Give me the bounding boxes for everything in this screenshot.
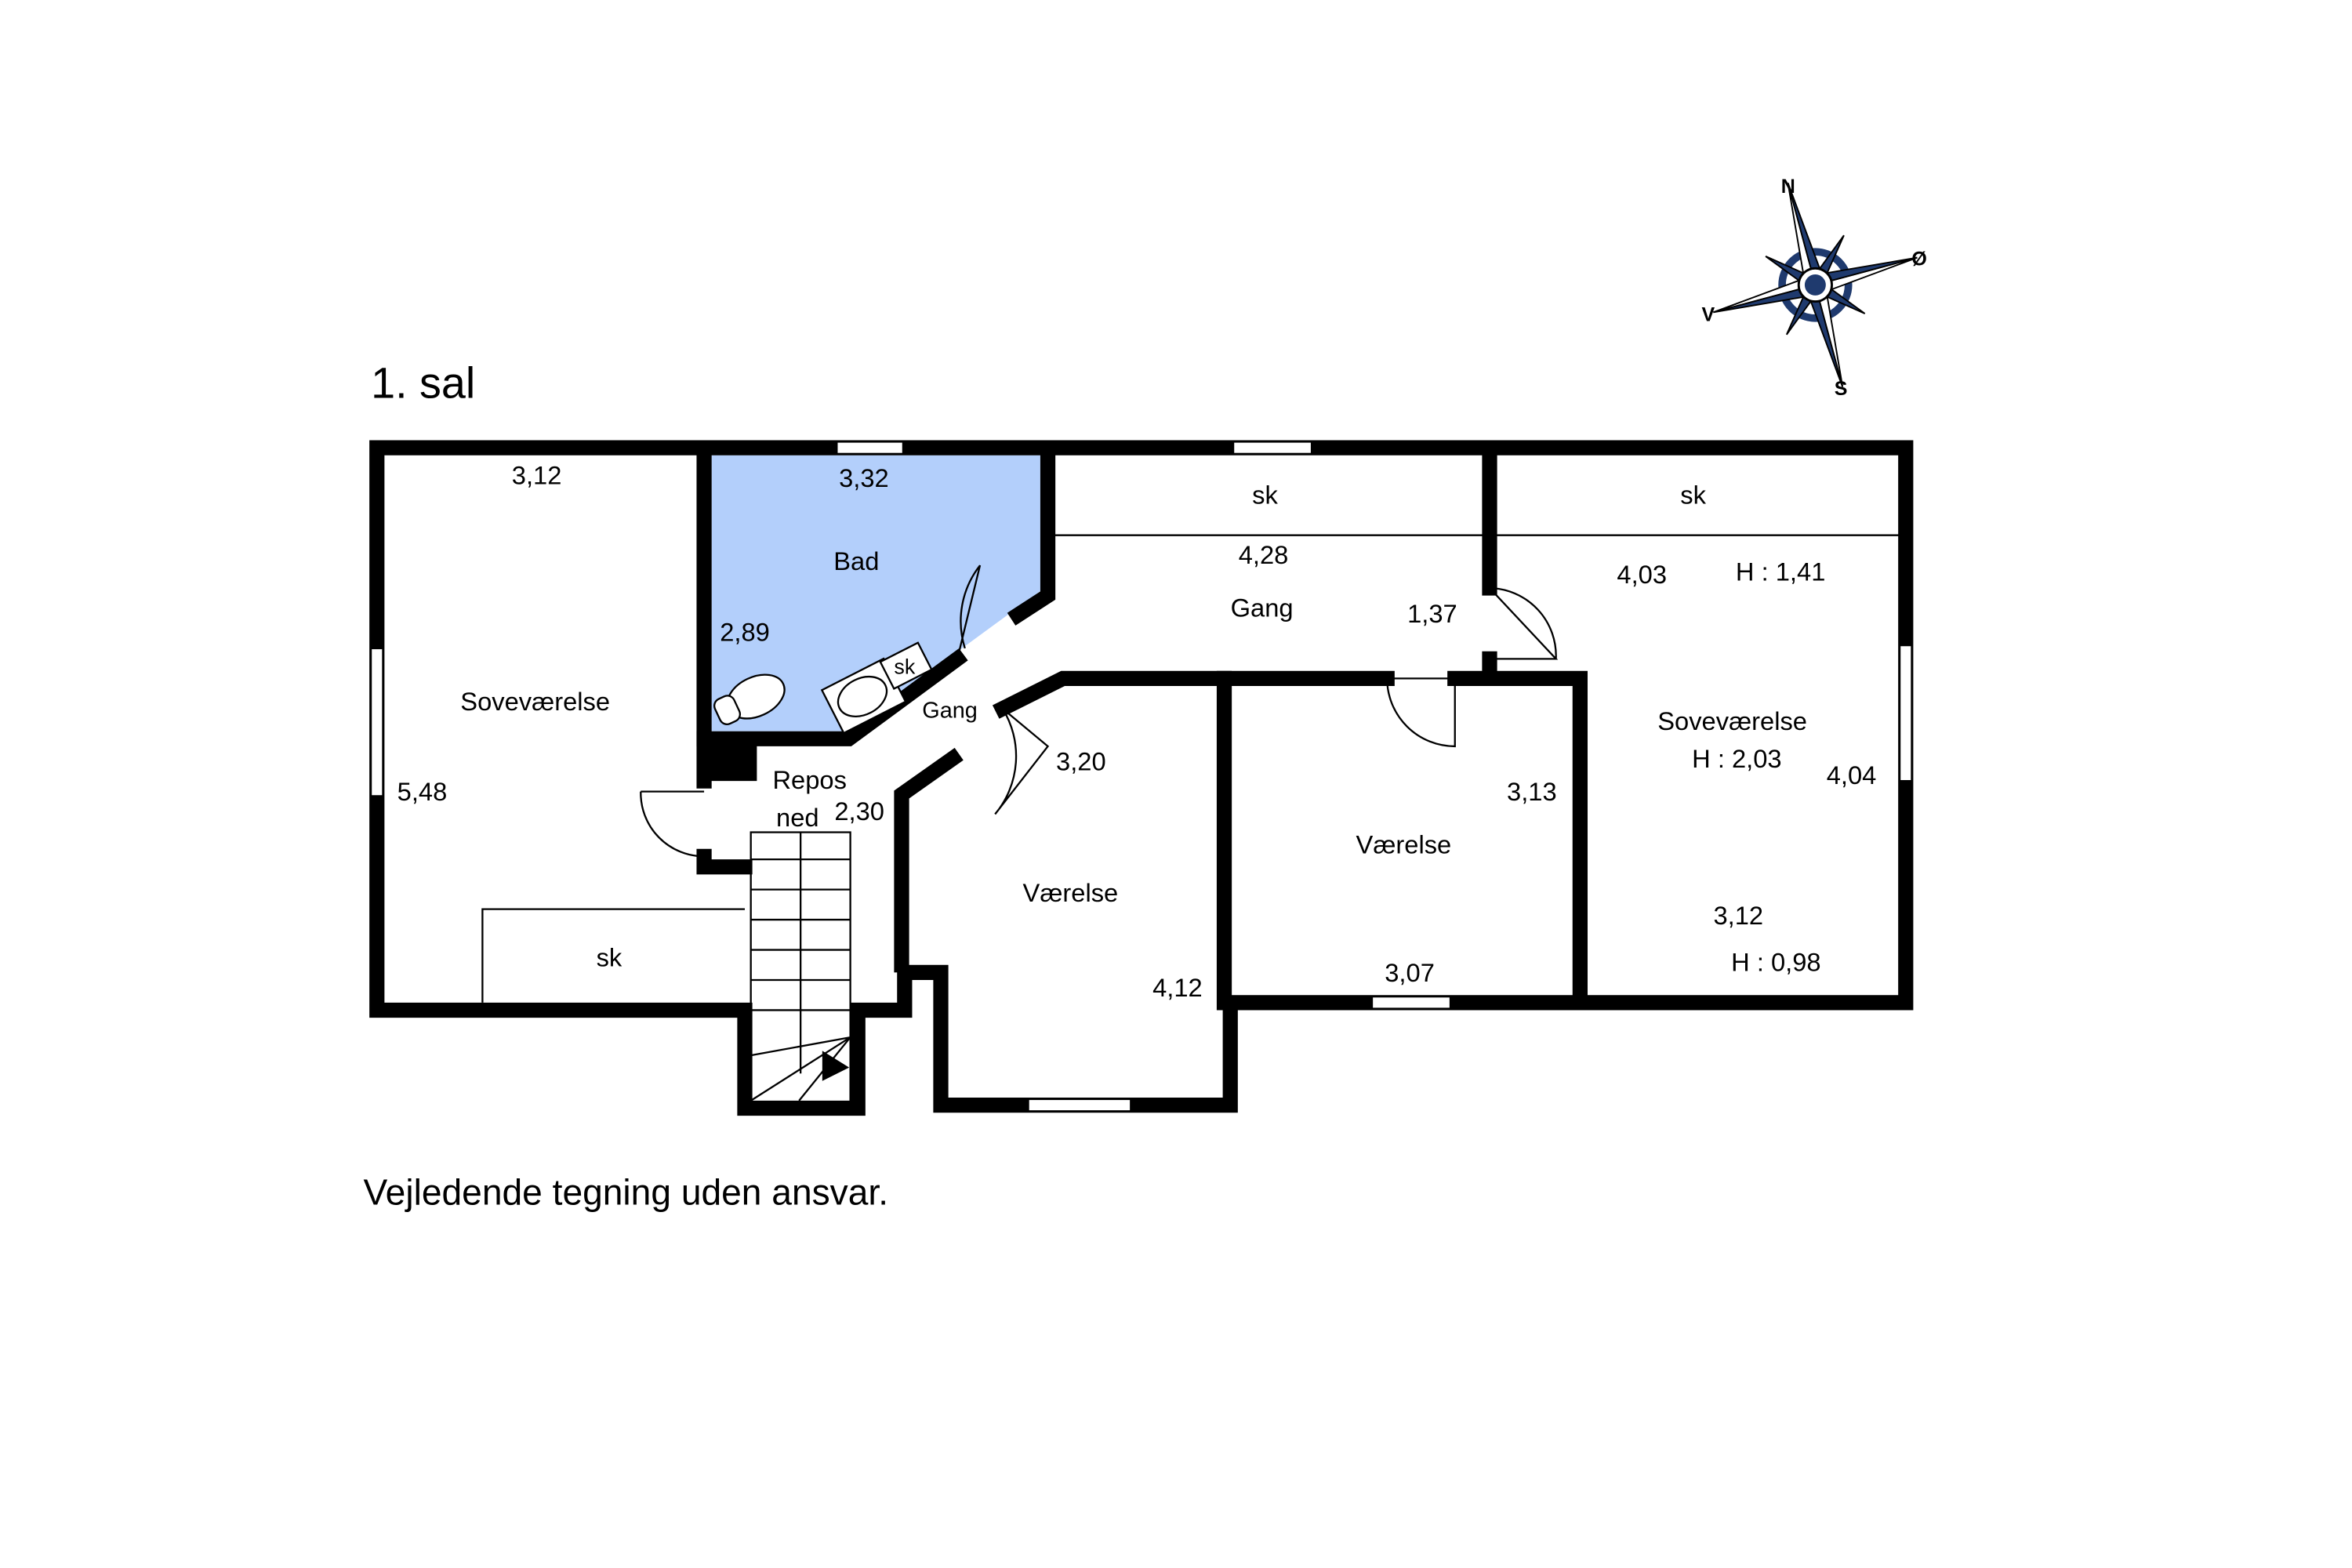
compass-rose-icon [1713,183,1918,387]
window [369,647,384,797]
sk-label: sk [894,655,915,679]
room-dimension: 4,12 [1152,973,1203,1002]
room-dimension: 3,20 [1056,747,1106,776]
room-dimension: 4,04 [1827,760,1877,789]
room-name: Værelse [1356,829,1452,858]
disclaimer: Vejledende tegning uden ansvar. [363,1172,888,1213]
compass-e: Ø [1911,248,1926,270]
room-dimension: 3,07 [1385,958,1435,987]
room-dimension: 4,28 [1239,540,1289,569]
window [1370,996,1452,1010]
room-dimension: 4,03 [1617,560,1667,589]
room-dimension: 3,13 [1507,777,1557,806]
compass-n: N [1781,176,1795,198]
height-label: H : 1,41 [1736,557,1825,586]
window [836,441,905,455]
height-label: H : 0,98 [1731,947,1820,976]
room-name: Værelse [1023,878,1119,907]
room-dimension: 3,12 [1713,901,1763,930]
room-dimension: 2,30 [834,797,884,826]
staircase [750,831,851,1105]
room-name: Gang [1231,593,1294,622]
room-name: Soveværelse [460,687,610,716]
room-name: Repos [772,765,847,794]
sk-label: sk [1680,480,1706,509]
walls [369,440,1914,1116]
bathroom-area [711,455,1040,731]
room-dimension: 3,32 [839,463,889,492]
floor-title: 1. sal [371,359,475,408]
sk-label: sk [597,943,622,972]
window [1898,644,1913,782]
window [1232,441,1313,455]
room-name: Gang [922,698,978,723]
height-label: H : 2,03 [1692,744,1781,773]
room-dimension: 3,12 [512,460,562,489]
compass-s: S [1835,378,1848,400]
window [1027,1098,1132,1112]
room-subname: ned [776,803,819,832]
room-dimension: 1,37 [1407,599,1457,628]
sk-label: sk [1252,480,1278,509]
room-dimension: 5,48 [397,777,448,806]
toilet-icon [713,673,786,725]
doors [640,564,1559,858]
room-dimension: 2,89 [720,617,770,646]
room-name: Soveværelse [1657,706,1807,735]
compass-w: V [1702,304,1715,326]
room-name: Bad [833,546,879,575]
